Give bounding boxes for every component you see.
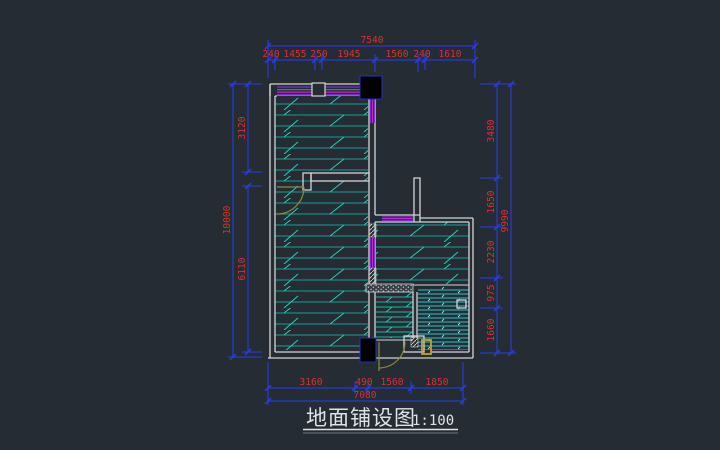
- dim-label: 240: [262, 49, 279, 60]
- mid-wall-window: [382, 216, 413, 221]
- bedroom-top-wall: [420, 217, 473, 223]
- dim-line-top: [268, 45, 475, 61]
- dim-label: 1660: [486, 318, 497, 341]
- dim-line-bottom: [268, 387, 463, 402]
- dim-label: 250: [310, 49, 327, 60]
- dim-label: 240: [413, 49, 430, 60]
- interior-door-swing: [276, 186, 305, 215]
- wall-section-hatch: [410, 336, 419, 348]
- mid-wall: [375, 214, 420, 223]
- dim-line-left: [232, 84, 249, 357]
- dim-label: 490: [355, 377, 372, 388]
- interior-window: [370, 237, 375, 268]
- dim-label: 9990: [500, 209, 511, 232]
- window-mullion: [311, 82, 326, 97]
- column-bottom: [359, 337, 377, 363]
- dim-ticks-bottom: [264, 384, 467, 405]
- dimension-lines: [228, 40, 516, 405]
- floor-areas: [275, 96, 469, 350]
- wall-section-hatch: [368, 267, 377, 285]
- dim-label: 1455: [284, 49, 307, 60]
- dim-label: 1650: [486, 190, 497, 213]
- columns: [359, 75, 432, 363]
- title-block: 地面铺设图 1:100: [303, 407, 458, 434]
- living-room-floor-hatch: [275, 96, 368, 350]
- entry-door-swing: [378, 341, 406, 371]
- drawing-scale: 1:100: [412, 413, 454, 429]
- doors: [276, 186, 406, 371]
- dim-label: 1560: [386, 49, 409, 60]
- dim-label: 6110: [237, 257, 248, 280]
- dim-label: 3160: [300, 377, 323, 388]
- bedroom-floor-hatch: [376, 222, 469, 284]
- dim-ext-right: [480, 83, 516, 354]
- dim-label: 1560: [381, 377, 404, 388]
- dimension-labels: 7540 240 1455 250 1945 1560 240 1610 100…: [222, 35, 511, 401]
- dim-label: 1850: [426, 377, 449, 388]
- stub-wall: [413, 177, 421, 222]
- threshold-stone: [365, 283, 414, 293]
- dim-ticks-right: [493, 80, 515, 357]
- right-exterior-wall: [468, 218, 474, 358]
- dim-label: 3480: [486, 119, 497, 142]
- right-wall-stub: [456, 299, 467, 309]
- dim-ticks-top: [264, 42, 479, 64]
- wall-section-hatch: [368, 223, 377, 238]
- dim-label: 7080: [354, 390, 377, 401]
- dim-ticks-left: [229, 80, 252, 361]
- corner-window: [370, 99, 375, 123]
- dim-label: 10000: [222, 205, 233, 234]
- corridor-bathroom-wall: [412, 292, 418, 338]
- dim-label: 3120: [237, 116, 248, 139]
- dim-ext-left: [228, 83, 262, 358]
- dim-label: 1610: [439, 49, 462, 60]
- windows: [277, 82, 413, 268]
- dim-label: 2230: [486, 240, 497, 263]
- left-exterior-wall: [269, 84, 276, 358]
- entry-side-wall-stub: [403, 335, 425, 353]
- dim-label: 975: [486, 284, 497, 301]
- dim-ext-top: [267, 40, 476, 78]
- column-top: [359, 75, 383, 100]
- dim-label: 1945: [338, 49, 361, 60]
- entry-corridor-floor-hatch: [376, 292, 413, 338]
- partition-wall-return: [302, 172, 312, 191]
- drawing-title: 地面铺设图: [306, 407, 416, 430]
- accent-box: [421, 339, 432, 355]
- dim-label: 7540: [361, 35, 384, 46]
